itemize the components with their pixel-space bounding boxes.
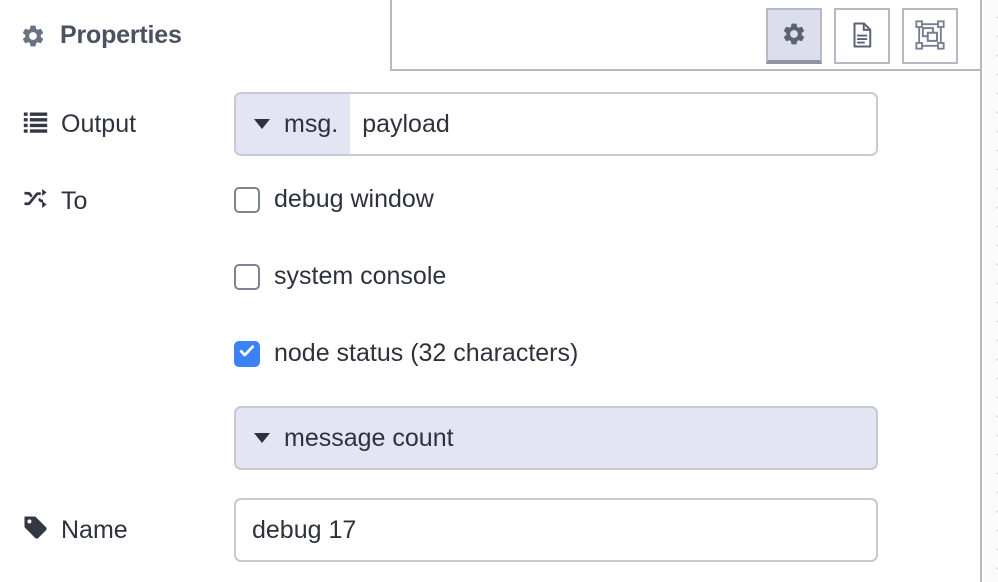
tabstrip-divider	[390, 69, 980, 71]
name-label: Name	[0, 498, 234, 562]
description-tab-button[interactable]	[834, 8, 890, 64]
output-type-select[interactable]: msg.	[236, 94, 351, 154]
form-row-output: Output msg. payload	[0, 92, 980, 156]
form-row-status-type: message count	[0, 406, 980, 470]
checkbox-label: system console	[274, 262, 447, 290]
tab-properties-label: Properties	[60, 21, 182, 49]
output-label: Output	[0, 92, 234, 156]
panel-tab-buttons	[766, 8, 958, 64]
chevron-down-icon	[254, 119, 270, 129]
checkbox-box[interactable]	[234, 263, 260, 290]
editor-canvas-backdrop	[984, 0, 998, 582]
status-type-spacer	[0, 406, 234, 470]
checkbox-node-status[interactable]: node status (32 characters)	[234, 339, 578, 368]
tag-icon	[22, 514, 49, 546]
checkbox-box[interactable]	[234, 340, 260, 367]
checkbox-label: node status (32 characters)	[274, 339, 579, 367]
properties-tab-button[interactable]	[766, 8, 822, 64]
appearance-tab-button[interactable]	[902, 8, 958, 64]
check-icon	[238, 342, 256, 365]
shuffle-icon	[22, 185, 49, 217]
output-value-input[interactable]: payload	[350, 94, 876, 154]
output-type-label: msg.	[284, 109, 339, 138]
checkbox-debug-window[interactable]: debug window	[234, 185, 578, 214]
to-label-text: To	[61, 186, 88, 215]
form-row-name: Name debug 17	[0, 498, 980, 562]
output-typed-input[interactable]: msg. payload	[234, 92, 878, 156]
name-label-text: Name	[61, 515, 128, 544]
to-label: To	[0, 185, 234, 217]
gear-icon	[20, 23, 46, 49]
name-input[interactable]: debug 17	[234, 498, 878, 562]
document-icon	[847, 20, 877, 53]
to-options-group: debug window system console node sta	[234, 185, 578, 368]
chevron-down-icon	[254, 433, 270, 443]
checkbox-box[interactable]	[234, 186, 260, 213]
status-type-select[interactable]: message count	[234, 406, 878, 470]
checkbox-system-console[interactable]: system console	[234, 262, 578, 291]
output-label-text: Output	[61, 109, 137, 138]
tab-properties[interactable]: Properties	[0, 0, 392, 71]
list-icon	[22, 108, 49, 140]
form-row-to: To debug window system console	[0, 185, 980, 368]
appearance-icon	[914, 19, 946, 54]
status-type-label: message count	[284, 423, 454, 452]
gear-icon	[781, 21, 807, 50]
panel-tabstrip: Properties	[0, 0, 980, 71]
checkbox-label: debug window	[274, 185, 434, 213]
